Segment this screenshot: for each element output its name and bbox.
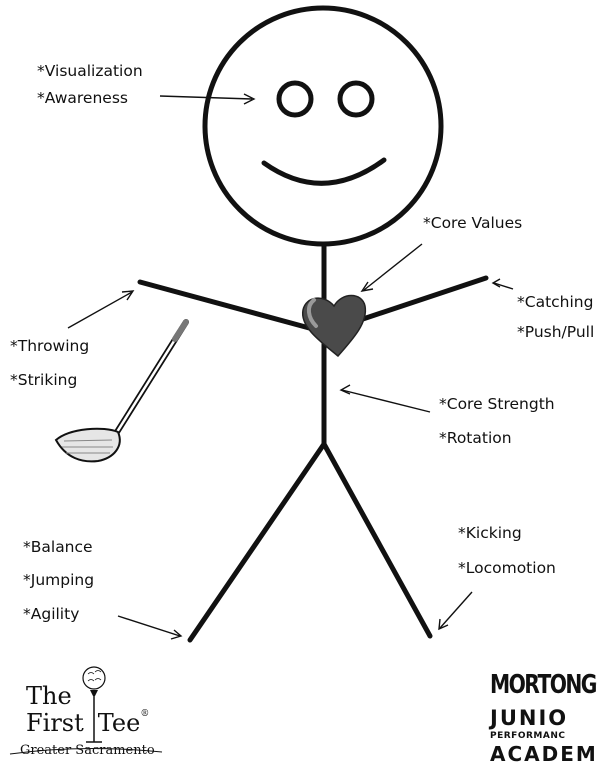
label-rotation: *Rotation: [439, 429, 512, 447]
arrow-throwing: [67, 291, 133, 329]
heart-highlight: [307, 298, 318, 328]
left-arm: [137, 279, 327, 335]
label-striking: *Striking: [10, 371, 78, 389]
arrow-locomotion: [439, 591, 473, 629]
smile: [261, 157, 387, 186]
performance-wordmark: PERFORMANC: [490, 731, 566, 741]
label-core-values: *Core Values: [423, 214, 523, 232]
golf-club-head: [54, 427, 121, 463]
golf-ball-trophy-icon: [9, 666, 163, 755]
arrow-agility: [117, 615, 181, 637]
label-core-strength: *Core Strength: [439, 395, 555, 413]
label-locomotion: *Locomotion: [458, 559, 556, 577]
right-eye: [337, 80, 375, 118]
label-kicking: *Kicking: [458, 524, 522, 542]
label-balance: *Balance: [23, 538, 93, 556]
golf-club-face-grooves: [62, 439, 113, 454]
heart-icon: [302, 294, 367, 358]
label-catching: *Catching: [517, 293, 594, 311]
label-push-pull: *Push/Pull: [517, 323, 595, 341]
morton-golf-wordmark: MORTONGOL: [490, 670, 597, 700]
arrow-core-strength: [341, 389, 431, 413]
label-throwing: *Throwing: [10, 337, 90, 355]
golf-club-grip: [172, 319, 189, 342]
left-eye: [276, 80, 314, 118]
label-agility: *Agility: [23, 605, 80, 623]
right-leg: [321, 441, 433, 639]
label-jumping: *Jumping: [23, 571, 95, 589]
first-tee-the: The: [26, 682, 72, 710]
morton-golf-logo: MORTONGOL JUNIO PERFORMANC ACADEM: [488, 668, 597, 764]
arrow-catching: [493, 282, 514, 290]
academy-wordmark: ACADEM: [490, 742, 597, 764]
junior-wordmark: JUNIO: [490, 706, 569, 730]
first-tee-subtitle: Greater Sacramento: [20, 743, 155, 758]
head-circle: [202, 5, 444, 247]
arrow-core-values: [363, 243, 423, 291]
label-visualization: *Visualization: [37, 62, 143, 80]
arrow-awareness: [159, 95, 253, 100]
left-leg: [187, 441, 327, 643]
label-awareness: *Awareness: [37, 89, 128, 107]
